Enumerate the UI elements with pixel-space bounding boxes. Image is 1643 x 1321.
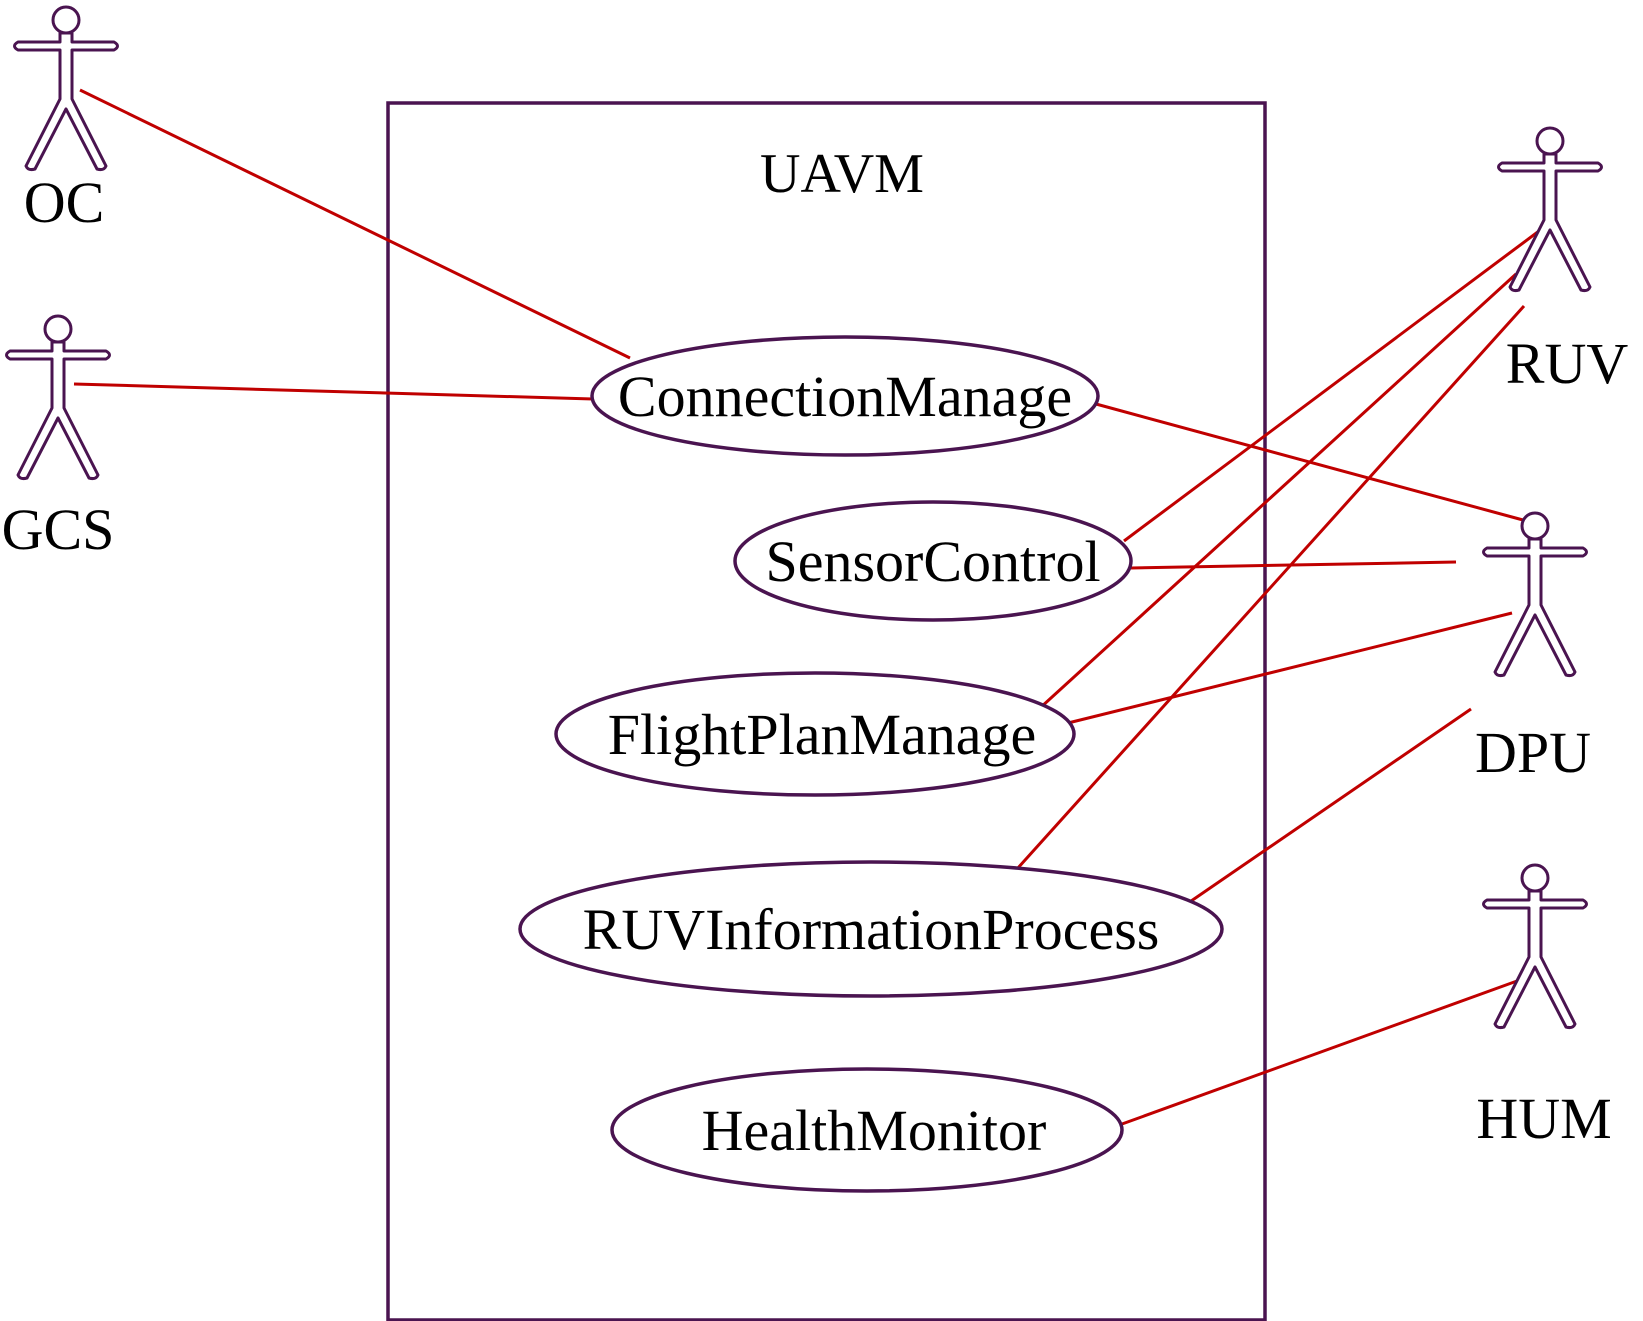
- association-lines: [73, 88, 1544, 1126]
- use-case-label: ConnectionManage: [618, 364, 1072, 429]
- actor-dpu[interactable]: DPU: [1475, 511, 1591, 785]
- association-gcs-connection: [73, 382, 594, 401]
- actor-gcs[interactable]: GCS: [2, 314, 115, 562]
- use-case-connection[interactable]: ConnectionManage: [590, 335, 1100, 457]
- actor-hum[interactable]: HUM: [1476, 863, 1612, 1151]
- association-ruv-sensor: [1123, 226, 1544, 543]
- actor-icon: [1497, 126, 1603, 293]
- use-case-label: RUVInformationProcess: [583, 897, 1160, 962]
- association-dpu-sensor: [1130, 560, 1457, 570]
- actor-icon: [13, 5, 119, 172]
- use-case-health[interactable]: HealthMonitor: [610, 1067, 1124, 1193]
- association-hum-health: [1121, 979, 1518, 1126]
- use-case-label: HealthMonitor: [702, 1098, 1047, 1163]
- system-name: UAVM: [760, 143, 924, 205]
- use-case-sensor[interactable]: SensorControl: [733, 500, 1133, 622]
- association-ruv-ruvinfo: [1015, 304, 1526, 871]
- actor-label: OC: [24, 170, 105, 235]
- association-dpu-ruvinfo: [1177, 707, 1472, 912]
- use-case-label: FlightPlanManage: [608, 702, 1037, 767]
- actor-label: RUV: [1506, 331, 1629, 396]
- association-oc-connection: [79, 88, 631, 360]
- actor-label: GCS: [2, 497, 115, 562]
- actor-label: DPU: [1475, 720, 1591, 785]
- actor-label: HUM: [1476, 1086, 1611, 1151]
- actor-oc[interactable]: OC: [13, 5, 119, 235]
- actor-icon: [1482, 863, 1588, 1030]
- use-case-ruvinfo[interactable]: RUVInformationProcess: [518, 860, 1224, 998]
- system-boundary: [386, 101, 1267, 1321]
- association-dpu-flightplan: [1063, 611, 1513, 726]
- association-ruv-flightplan: [1038, 272, 1518, 710]
- use-case-label: SensorControl: [765, 529, 1100, 594]
- use-case-flightplan[interactable]: FlightPlanManage: [554, 671, 1076, 797]
- actor-icon: [1482, 511, 1588, 678]
- actor-ruv[interactable]: RUV: [1497, 126, 1629, 396]
- actor-icon: [5, 314, 111, 481]
